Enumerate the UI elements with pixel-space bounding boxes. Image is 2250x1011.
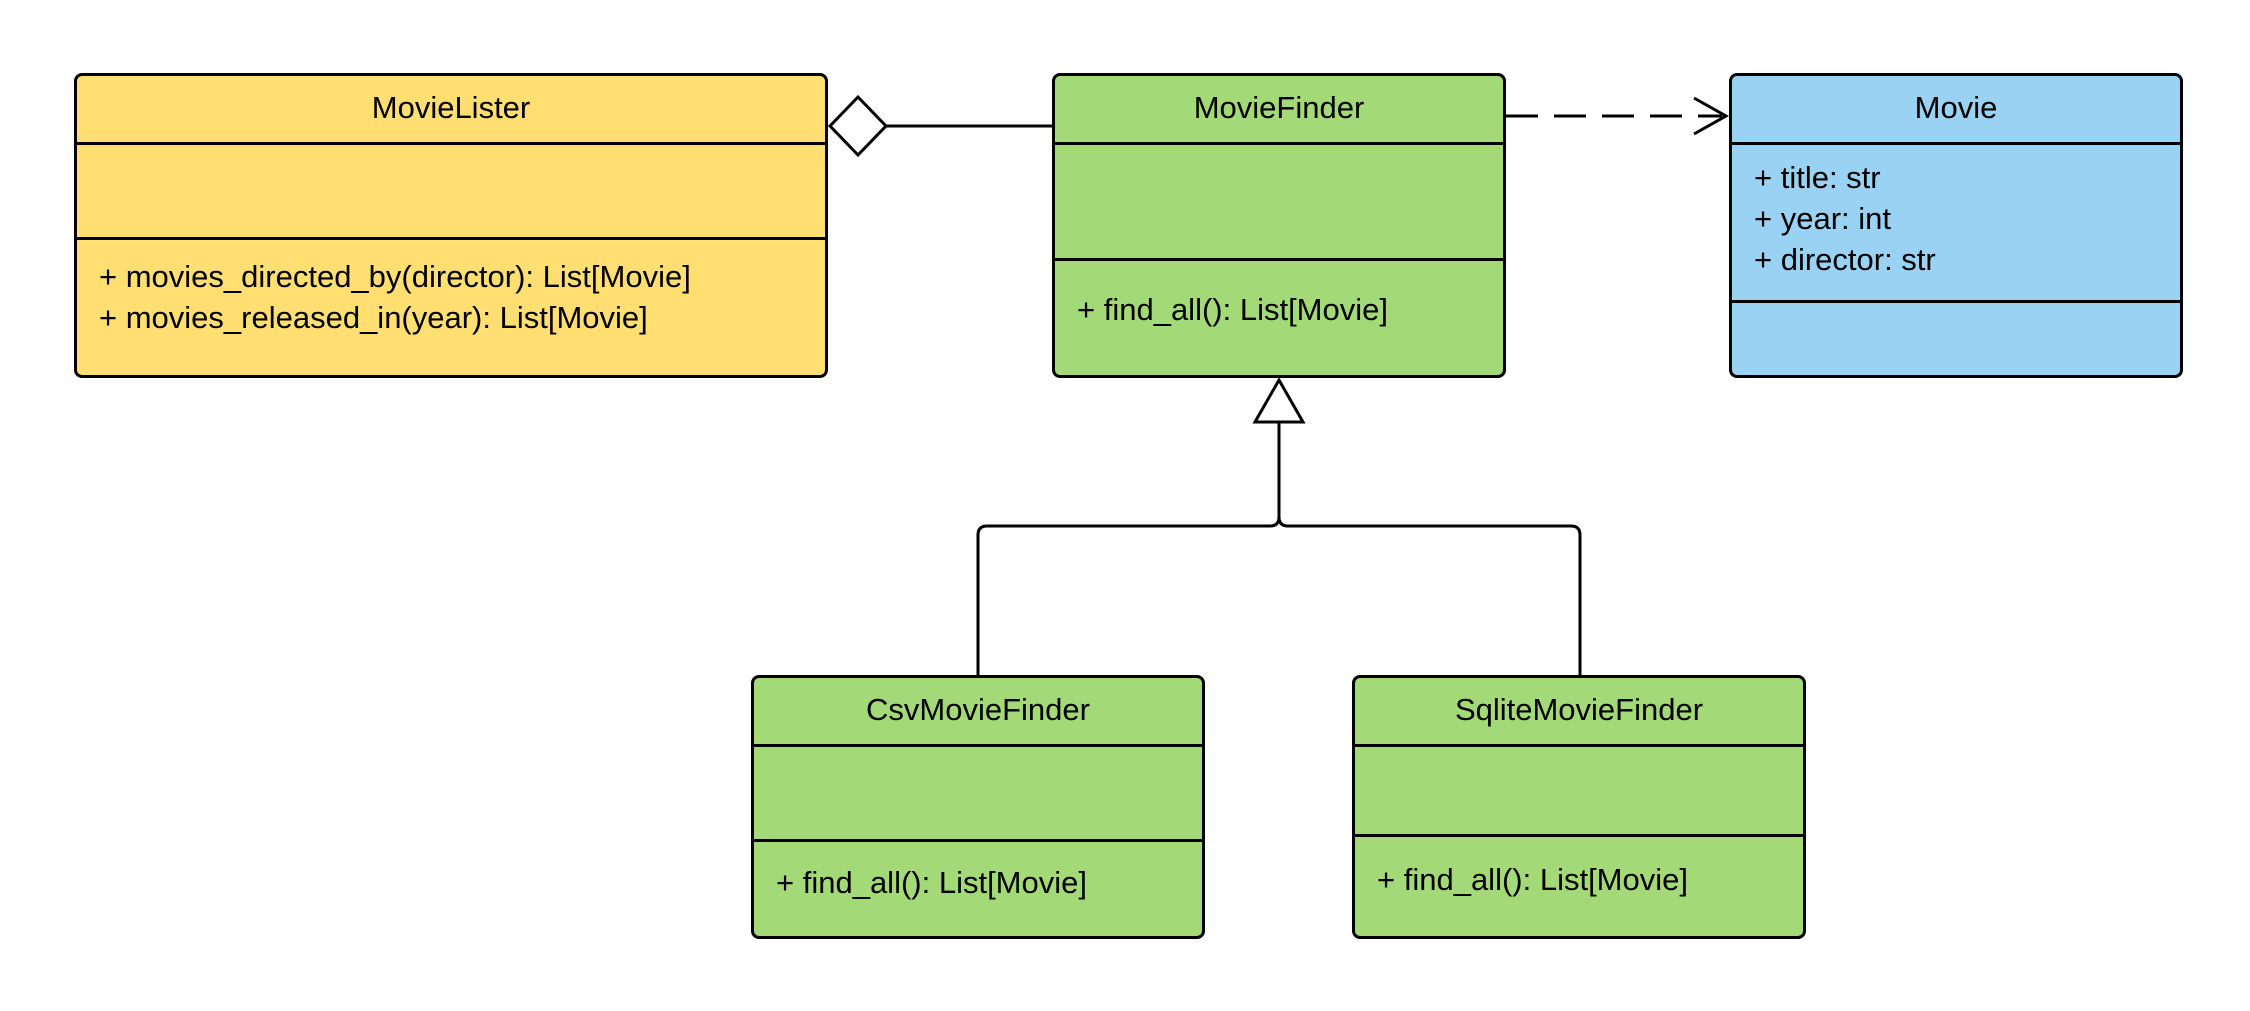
generalization-connector[interactable] xyxy=(976,376,1582,675)
attribute-item: + title: str xyxy=(1754,160,1881,195)
attributes-section xyxy=(1055,145,1503,261)
class-name-sqlite-movie-finder: SqliteMovieFinder xyxy=(1355,678,1803,747)
class-name-movie-lister: MovieLister xyxy=(77,76,825,145)
operation-item: + find_all(): List[Movie] xyxy=(776,865,1087,900)
attributes-section: + title: str + year: int + director: str xyxy=(1732,145,2180,303)
operation-item: + movies_released_in(year): List[Movie] xyxy=(99,300,648,335)
operations-section: + find_all(): List[Movie] xyxy=(1355,837,1803,936)
aggregation-diamond-icon xyxy=(827,94,889,158)
class-name-movie-finder: MovieFinder xyxy=(1055,76,1503,145)
csv-generalization-line xyxy=(976,422,1281,675)
attribute-item: + year: int xyxy=(1754,201,1891,236)
attributes-section xyxy=(77,145,825,240)
movie-lister-class[interactable]: MovieLister + movies_directed_by(directo… xyxy=(74,73,828,378)
class-name-csv-movie-finder: CsvMovieFinder xyxy=(754,678,1202,747)
operations-section: + find_all(): List[Movie] xyxy=(1055,261,1503,375)
operation-item: + find_all(): List[Movie] xyxy=(1377,862,1688,897)
operation-item: + movies_directed_by(director): List[Mov… xyxy=(99,259,691,294)
sqlite-movie-finder-class[interactable]: SqliteMovieFinder + find_all(): List[Mov… xyxy=(1352,675,1806,939)
sqlite-generalization-line xyxy=(1277,516,1582,675)
aggregation-connector[interactable] xyxy=(827,94,1052,158)
movie-finder-class[interactable]: MovieFinder + find_all(): List[Movie] xyxy=(1052,73,1506,378)
dependency-connector[interactable] xyxy=(1506,96,1730,136)
attributes-section xyxy=(754,747,1202,842)
hollow-triangle-arrowhead-icon xyxy=(1252,376,1306,424)
attributes-section xyxy=(1355,747,1803,837)
attribute-item: + director: str xyxy=(1754,242,1936,277)
open-arrowhead-icon xyxy=(1693,96,1730,136)
csv-movie-finder-class[interactable]: CsvMovieFinder + find_all(): List[Movie] xyxy=(751,675,1205,939)
operation-item: + find_all(): List[Movie] xyxy=(1077,292,1388,327)
class-name-movie: Movie xyxy=(1732,76,2180,145)
operations-section: + find_all(): List[Movie] xyxy=(754,842,1202,936)
movie-class[interactable]: Movie + title: str + year: int + directo… xyxy=(1729,73,2183,378)
operations-section: + movies_directed_by(director): List[Mov… xyxy=(77,240,825,375)
